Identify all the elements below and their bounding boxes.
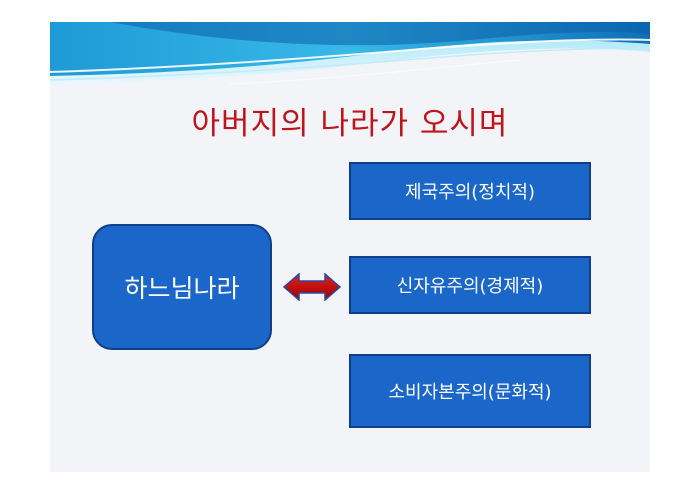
double-arrow-icon bbox=[282, 273, 342, 301]
consumer-capitalism-label: 소비자본주의(문화적) bbox=[388, 382, 552, 403]
wave-banner bbox=[50, 22, 650, 100]
consumer-capitalism-box: 소비자본주의(문화적) bbox=[349, 354, 591, 428]
imperialism-box: 제국주의(정치적) bbox=[349, 162, 591, 220]
slide-title: 아버지의 나라가 오시며 bbox=[191, 106, 509, 142]
kingdom-of-god-label: 하느님나라 bbox=[124, 274, 240, 303]
neoliberalism-label: 신자유주의(경제적) bbox=[396, 276, 544, 297]
slide: 아버지의 나라가 오시며 하느님나라 제국주의(정치적) 신자유주의(경제적) … bbox=[50, 22, 650, 472]
imperialism-label: 제국주의(정치적) bbox=[405, 182, 535, 203]
neoliberalism-box: 신자유주의(경제적) bbox=[349, 256, 591, 314]
kingdom-of-god-box: 하느님나라 bbox=[92, 224, 272, 350]
